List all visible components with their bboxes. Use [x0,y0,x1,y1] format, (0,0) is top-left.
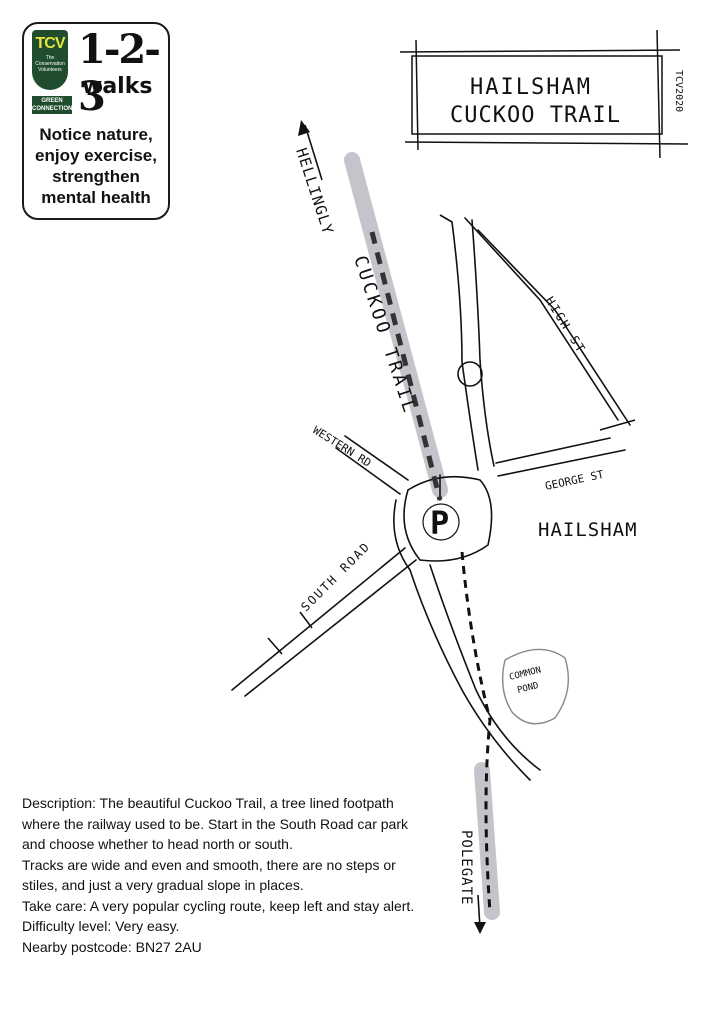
label-town: HAILSHAM [538,519,638,541]
description-care: Take care: A very popular cycling route,… [22,897,415,914]
north-arrow-head [298,120,310,136]
logo-word: walks [82,74,153,99]
description-intro: Description: The beautiful Cuckoo Trail,… [22,795,408,852]
tcv-badge-text: TCV [35,35,66,52]
label-western-rd: WESTERN RD [310,424,373,470]
tagline-line: Notice nature, [39,125,153,144]
label-high-st: HIGH ST [542,294,588,356]
label-hellingly: HELLINGLY [292,146,337,237]
tcv-badge-sub: The Conservation Volunteers [35,55,65,73]
trail-shading-south [474,762,500,920]
green-connections-tag: GREEN CONNECTIONS [32,96,77,114]
walks-logo: TCV The Conservation Volunteers GREEN CO… [22,22,170,220]
trail-route-south [460,551,492,913]
title-box [399,29,689,159]
tcv-badge: TCV The Conservation Volunteers [32,30,68,90]
description-tracks: Tracks are wide and even and smooth, the… [22,856,396,894]
roads [231,217,631,781]
trail-shading-north [344,152,448,498]
title-line2: CUCKOO TRAIL [450,103,621,128]
label-pond-1: COMMON [508,665,542,683]
south-arrow-head [474,922,486,934]
common-pond [502,648,570,725]
logo-tagline: Notice nature, enjoy exercise, strengthe… [24,124,168,208]
label-polegate: POLEGATE [458,830,474,905]
logo-number: 1-2-3 [78,26,161,120]
parking-symbol: P [430,504,449,542]
title-line1: HAILSHAM [470,75,592,100]
north-arrow [304,124,323,181]
title-credit: TCV2020 [673,70,684,112]
car-park-circle [422,503,460,541]
label-george-st: GEORGE ST [544,468,605,493]
description-postcode: Nearby postcode: BN27 2AU [22,938,202,955]
tagline-line: mental health [41,188,151,207]
walk-description: Description: The beautiful Cuckoo Trail,… [22,793,422,957]
label-pond-2: POND [516,681,539,696]
description-difficulty: Difficulty level: Very easy. [22,918,180,934]
tagline-line: strengthen [52,167,140,186]
tagline-line: enjoy exercise, [35,146,157,165]
trail-route-north [369,231,443,501]
